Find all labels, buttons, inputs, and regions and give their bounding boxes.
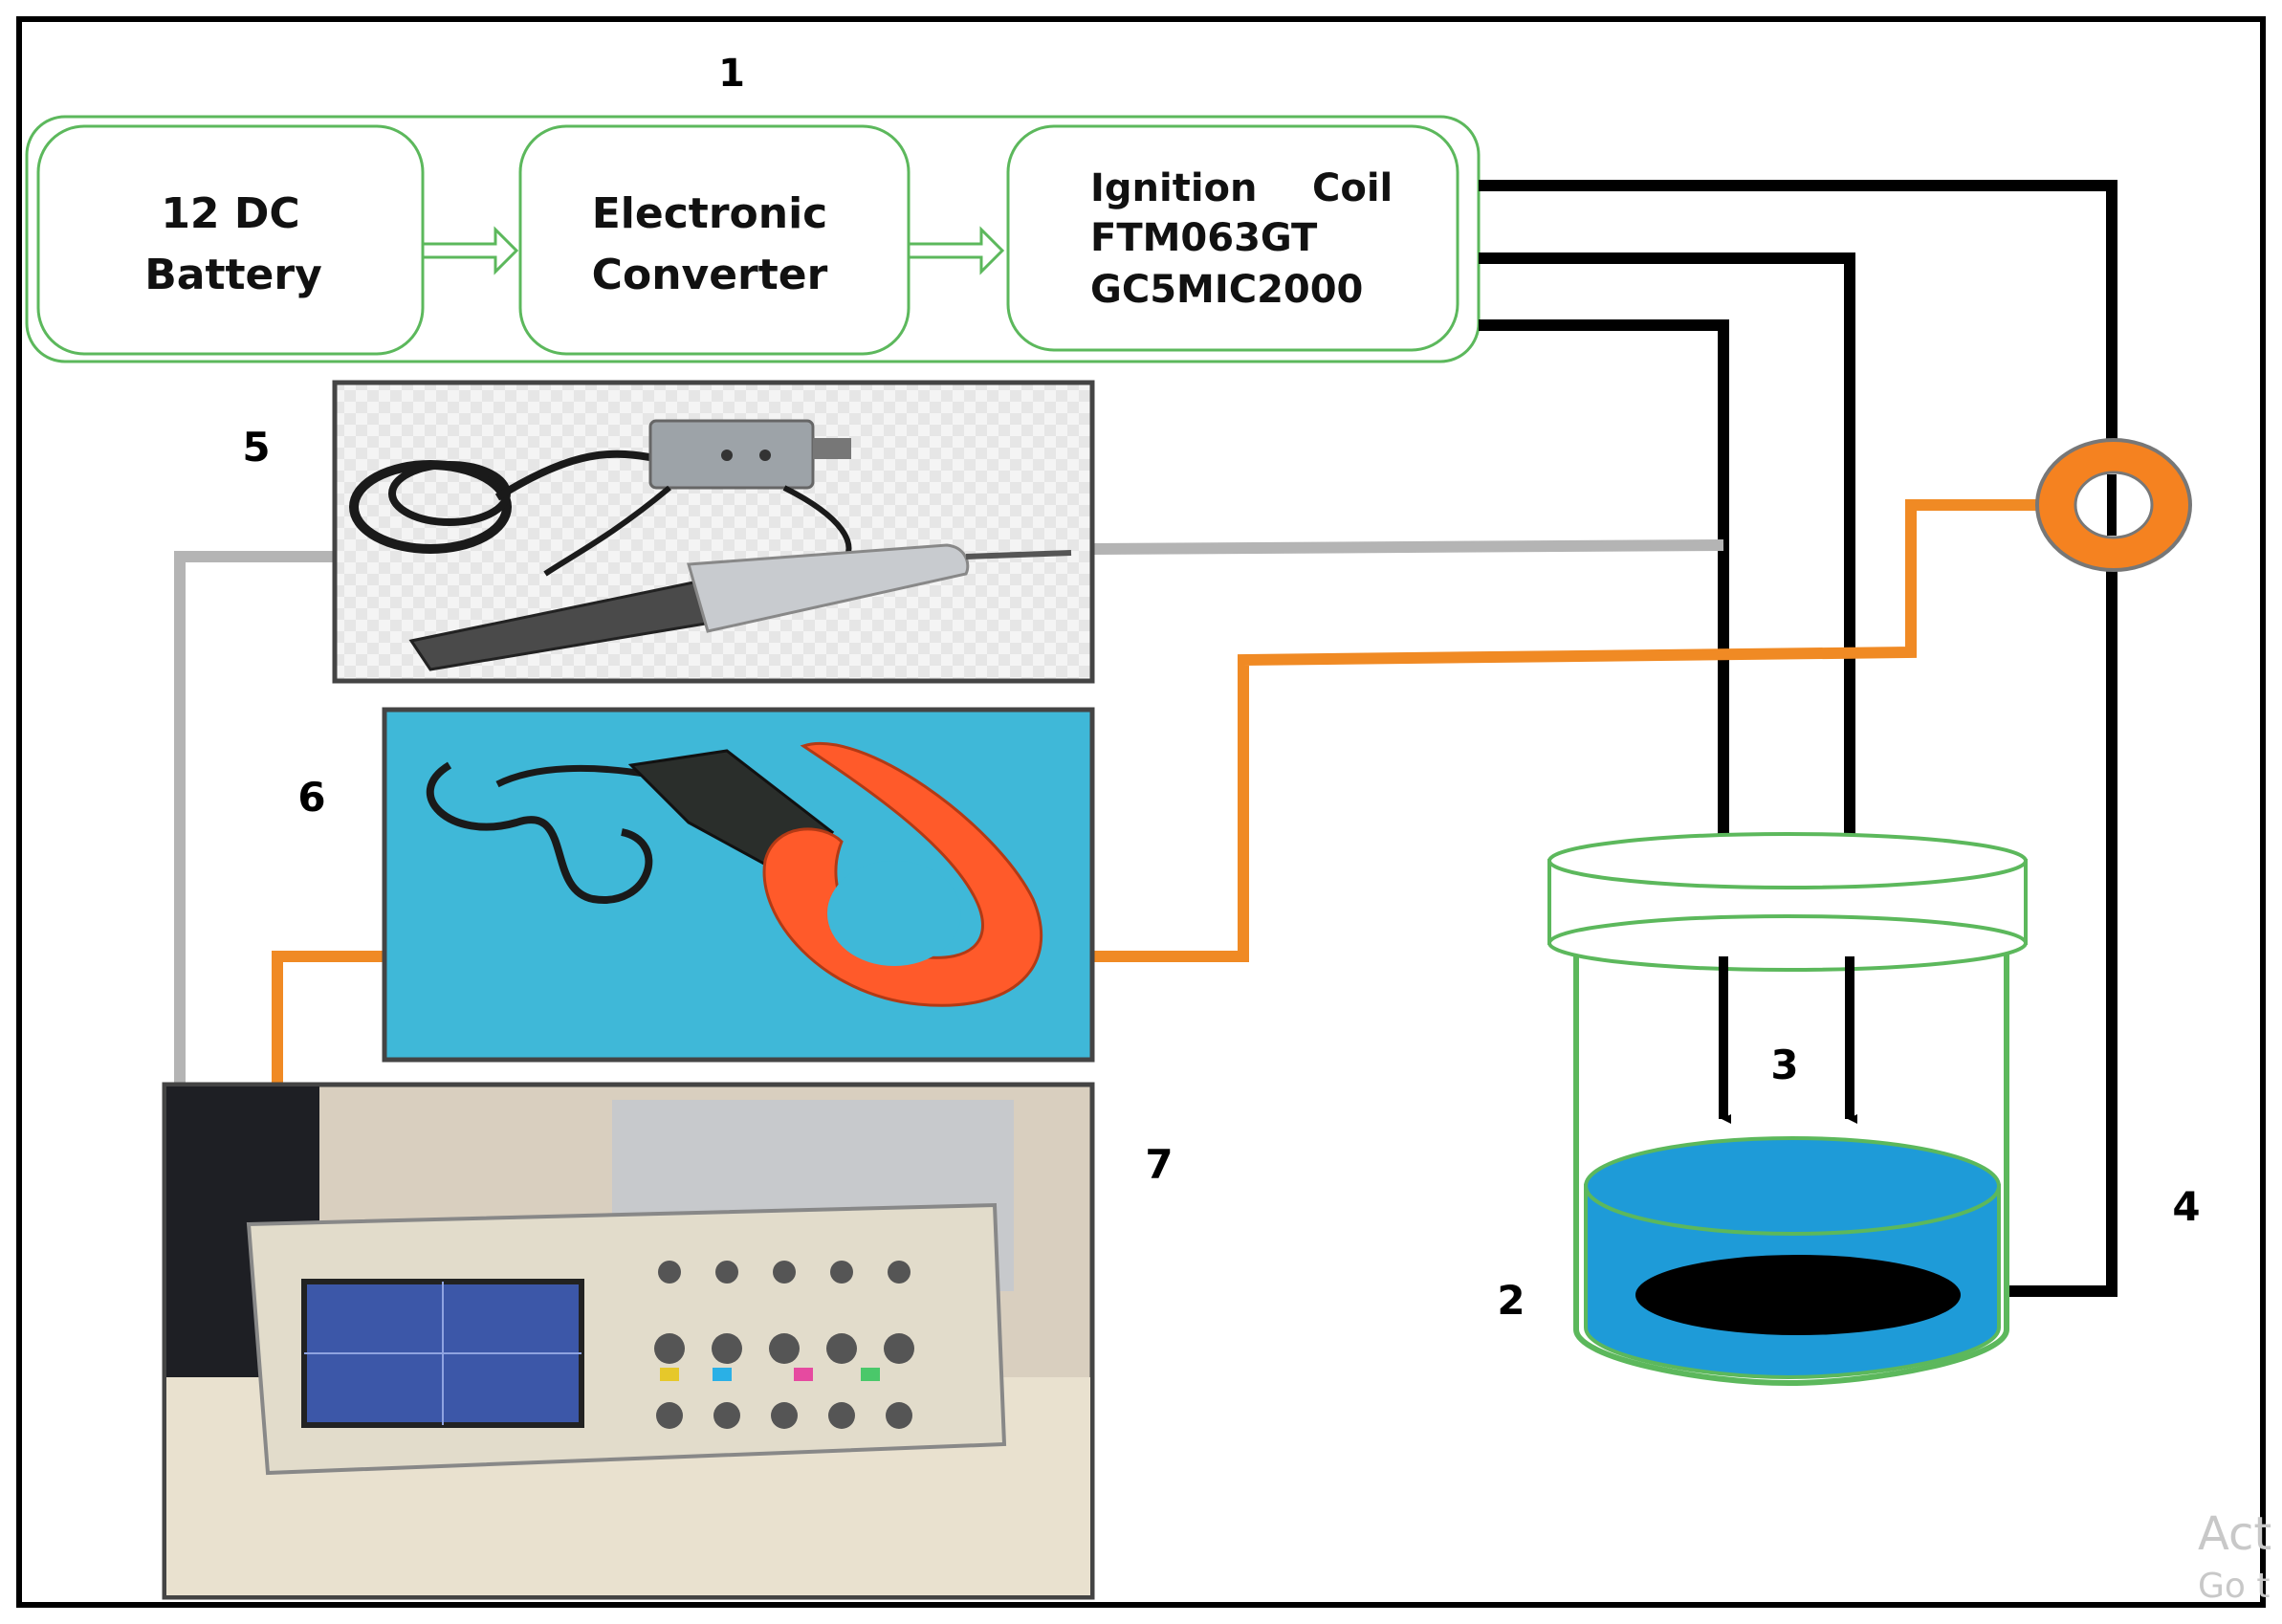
ignition-line1b: Coil — [1312, 166, 1393, 210]
voltage-probe-photo — [332, 380, 1095, 684]
current-transformer-ring — [2035, 438, 2192, 572]
wire-current-probe-ring — [1090, 499, 2037, 962]
wire-hv-left — [1479, 319, 1729, 851]
bottom-electrode — [1635, 1255, 1961, 1335]
battery-line1: 12 DC — [161, 189, 299, 238]
power-chain-container — [25, 115, 1481, 363]
label-ground-wire: 4 — [2172, 1183, 2200, 1230]
arrow-battery-to-converter — [421, 226, 519, 275]
label-electrodes-pair: 3 — [1770, 1042, 1798, 1088]
label-electrode: 2 — [1497, 1277, 1525, 1324]
label-voltage-probe: 5 — [242, 424, 270, 471]
label-system: 1 — [718, 52, 745, 96]
ignition-coil-block: Ignition Coil FTM063GT GC5MIC2000 — [1006, 124, 1459, 352]
arrow-converter-to-ignition — [907, 226, 1005, 275]
converter-line1: Electronic — [592, 189, 828, 238]
converter-block: Electronic Converter — [518, 124, 911, 356]
battery-block: 12 DC Battery — [36, 124, 425, 356]
wire-voltage-probe-tip — [1089, 539, 1724, 555]
ignition-line1a: Ignition — [1090, 166, 1258, 210]
battery-line2: Battery — [144, 251, 322, 299]
wire-voltage-probe-scope — [174, 551, 335, 1085]
oscilloscope-photo — [162, 1082, 1095, 1600]
wire-ground — [1479, 180, 2117, 1297]
watermark-line1: Act — [2198, 1507, 2271, 1561]
converter-line2: Converter — [592, 251, 828, 299]
wire-current-probe-scope — [272, 951, 384, 1085]
current-probe-photo — [382, 707, 1095, 1063]
reactor-vessel — [1547, 832, 2028, 1387]
label-oscilloscope: 7 — [1145, 1141, 1173, 1188]
label-current-probe: 6 — [297, 774, 325, 821]
ignition-line2: FTM063GT — [1090, 216, 1318, 260]
watermark-line2: Go t — [2198, 1567, 2270, 1606]
ignition-line3: GC5MIC2000 — [1090, 268, 1363, 312]
